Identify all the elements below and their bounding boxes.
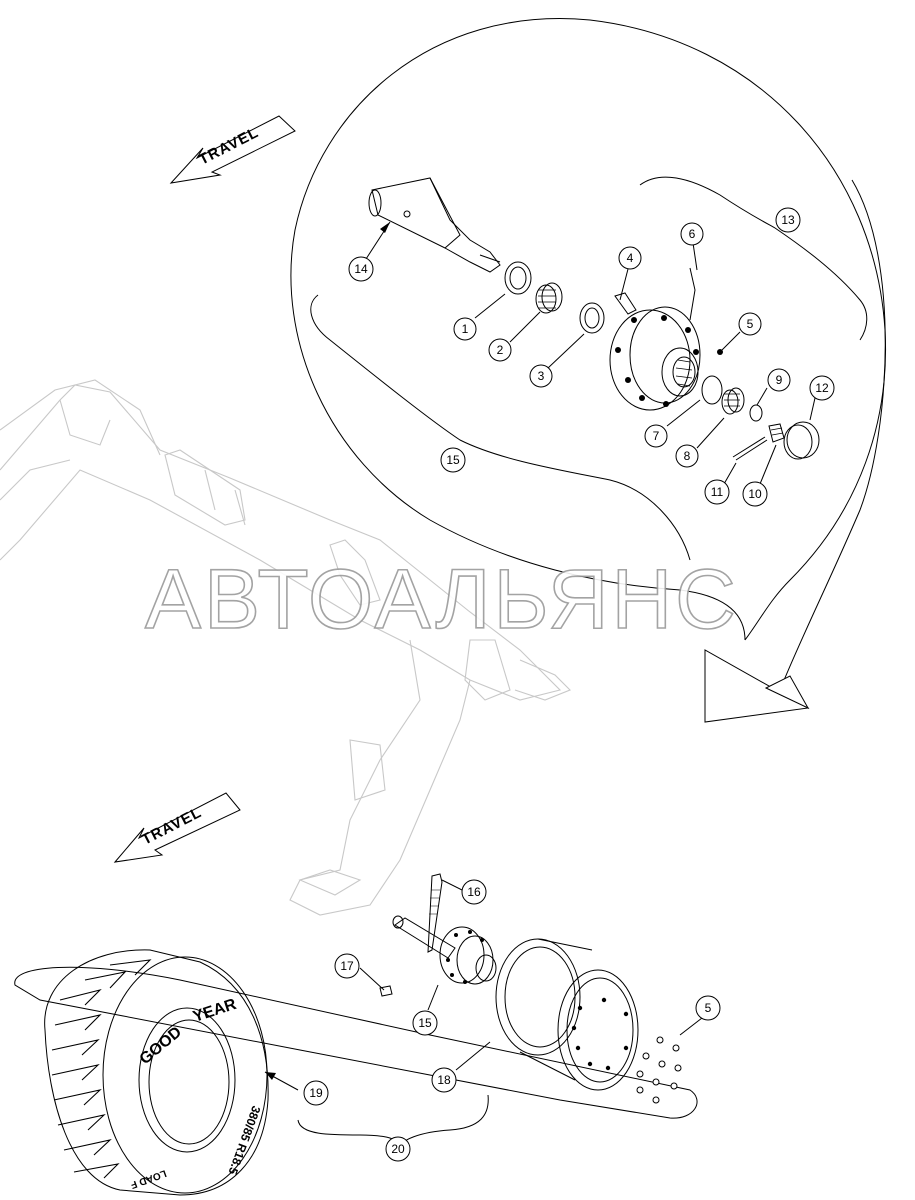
callout-group: 14 1 2 3 4 6 13 5 9 12 7 8 15 11 10 16 1… (303, 207, 835, 1162)
callout-label: 10 (748, 487, 762, 501)
callout-15: 15 (440, 447, 466, 473)
lower-hub-part (439, 926, 497, 985)
callout-19: 19 (303, 1080, 329, 1106)
axle-frame-background (0, 379, 571, 916)
watermark-text: АВТОАЛЬЯНС (145, 552, 739, 646)
travel-arrow-bottom: TRAVEL (113, 792, 241, 863)
callout-label: 5 (747, 317, 754, 331)
callout-9: 9 (767, 368, 791, 392)
hub-assembly-exploded (310, 176, 868, 561)
bolt-nut-part (379, 985, 393, 997)
callout-14: 14 (348, 256, 374, 282)
callout-4: 4 (618, 246, 642, 270)
callout-label: 14 (354, 262, 368, 276)
callout-label: 18 (437, 1073, 451, 1087)
outer-race-part (701, 375, 723, 405)
callout-16: 16 (461, 879, 487, 905)
callout-label: 19 (309, 1086, 323, 1100)
callout-label: 3 (538, 369, 545, 383)
washer-part (749, 404, 763, 422)
travel-arrow-top: TRAVEL (169, 115, 296, 184)
callout-label: 5 (705, 1001, 712, 1015)
tire-part: GOOD YEAR 380/85 R18.5 LOAD F (44, 949, 269, 1196)
callout-3: 3 (529, 364, 553, 388)
callout-5: 5 (738, 312, 762, 336)
callout-label: 13 (781, 213, 795, 227)
wheel-assembly: GOOD YEAR 380/85 R18.5 LOAD F (14, 873, 698, 1196)
detail-circle (290, 18, 887, 723)
callout-label: 1 (462, 322, 469, 336)
bearing-race-part (579, 302, 605, 334)
callout-12: 12 (809, 375, 835, 401)
spindle-part (368, 177, 501, 273)
callout-label: 4 (627, 251, 634, 265)
callout-13: 13 (775, 207, 801, 233)
inner-bearing-part (535, 282, 563, 314)
callout-label: 2 (497, 343, 504, 357)
wheel-stud-part (614, 292, 637, 315)
callout-6: 6 (680, 222, 704, 246)
callout-18: 18 (431, 1067, 457, 1093)
callout-11: 11 (704, 479, 730, 505)
group-brace-15 (310, 294, 691, 561)
callout-10: 10 (742, 481, 768, 507)
group-brace-13 (639, 176, 868, 341)
callout-5-lower: 5 (695, 995, 721, 1021)
cotter-pin-part (732, 436, 768, 461)
callout-label: 6 (689, 227, 696, 241)
callout-label: 15 (446, 453, 460, 467)
wheel-hub-part (609, 267, 723, 411)
callout-20: 20 (385, 1136, 411, 1162)
leader-lines (264, 221, 816, 1091)
seal-ring-part (504, 261, 532, 295)
callout-label: 7 (653, 429, 660, 443)
callout-7: 7 (644, 424, 668, 448)
callout-label: 9 (776, 373, 783, 387)
callout-label: 11 (711, 485, 724, 499)
outer-bearing-part (721, 387, 745, 415)
fender-shape (14, 966, 698, 1119)
dust-cap-part (783, 421, 820, 460)
bolt-part (427, 873, 443, 953)
callout-label: 20 (391, 1142, 405, 1156)
callout-17: 17 (334, 953, 360, 979)
wheel-nuts-part (636, 1036, 682, 1104)
callout-label: 12 (815, 381, 829, 395)
callout-2: 2 (488, 338, 512, 362)
callout-1: 1 (453, 317, 477, 341)
callout-label: 15 (418, 1016, 432, 1030)
callout-label: 17 (340, 959, 354, 973)
callout-8: 8 (675, 444, 699, 468)
tire-brand-good: GOOD (137, 1024, 185, 1068)
callout-label: 8 (684, 449, 691, 463)
callout-label: 16 (467, 885, 481, 899)
wheel-rim-part (495, 938, 639, 1091)
tire-load-marking: LOAD F (129, 1167, 168, 1190)
callout-15-lower: 15 (412, 1010, 438, 1036)
